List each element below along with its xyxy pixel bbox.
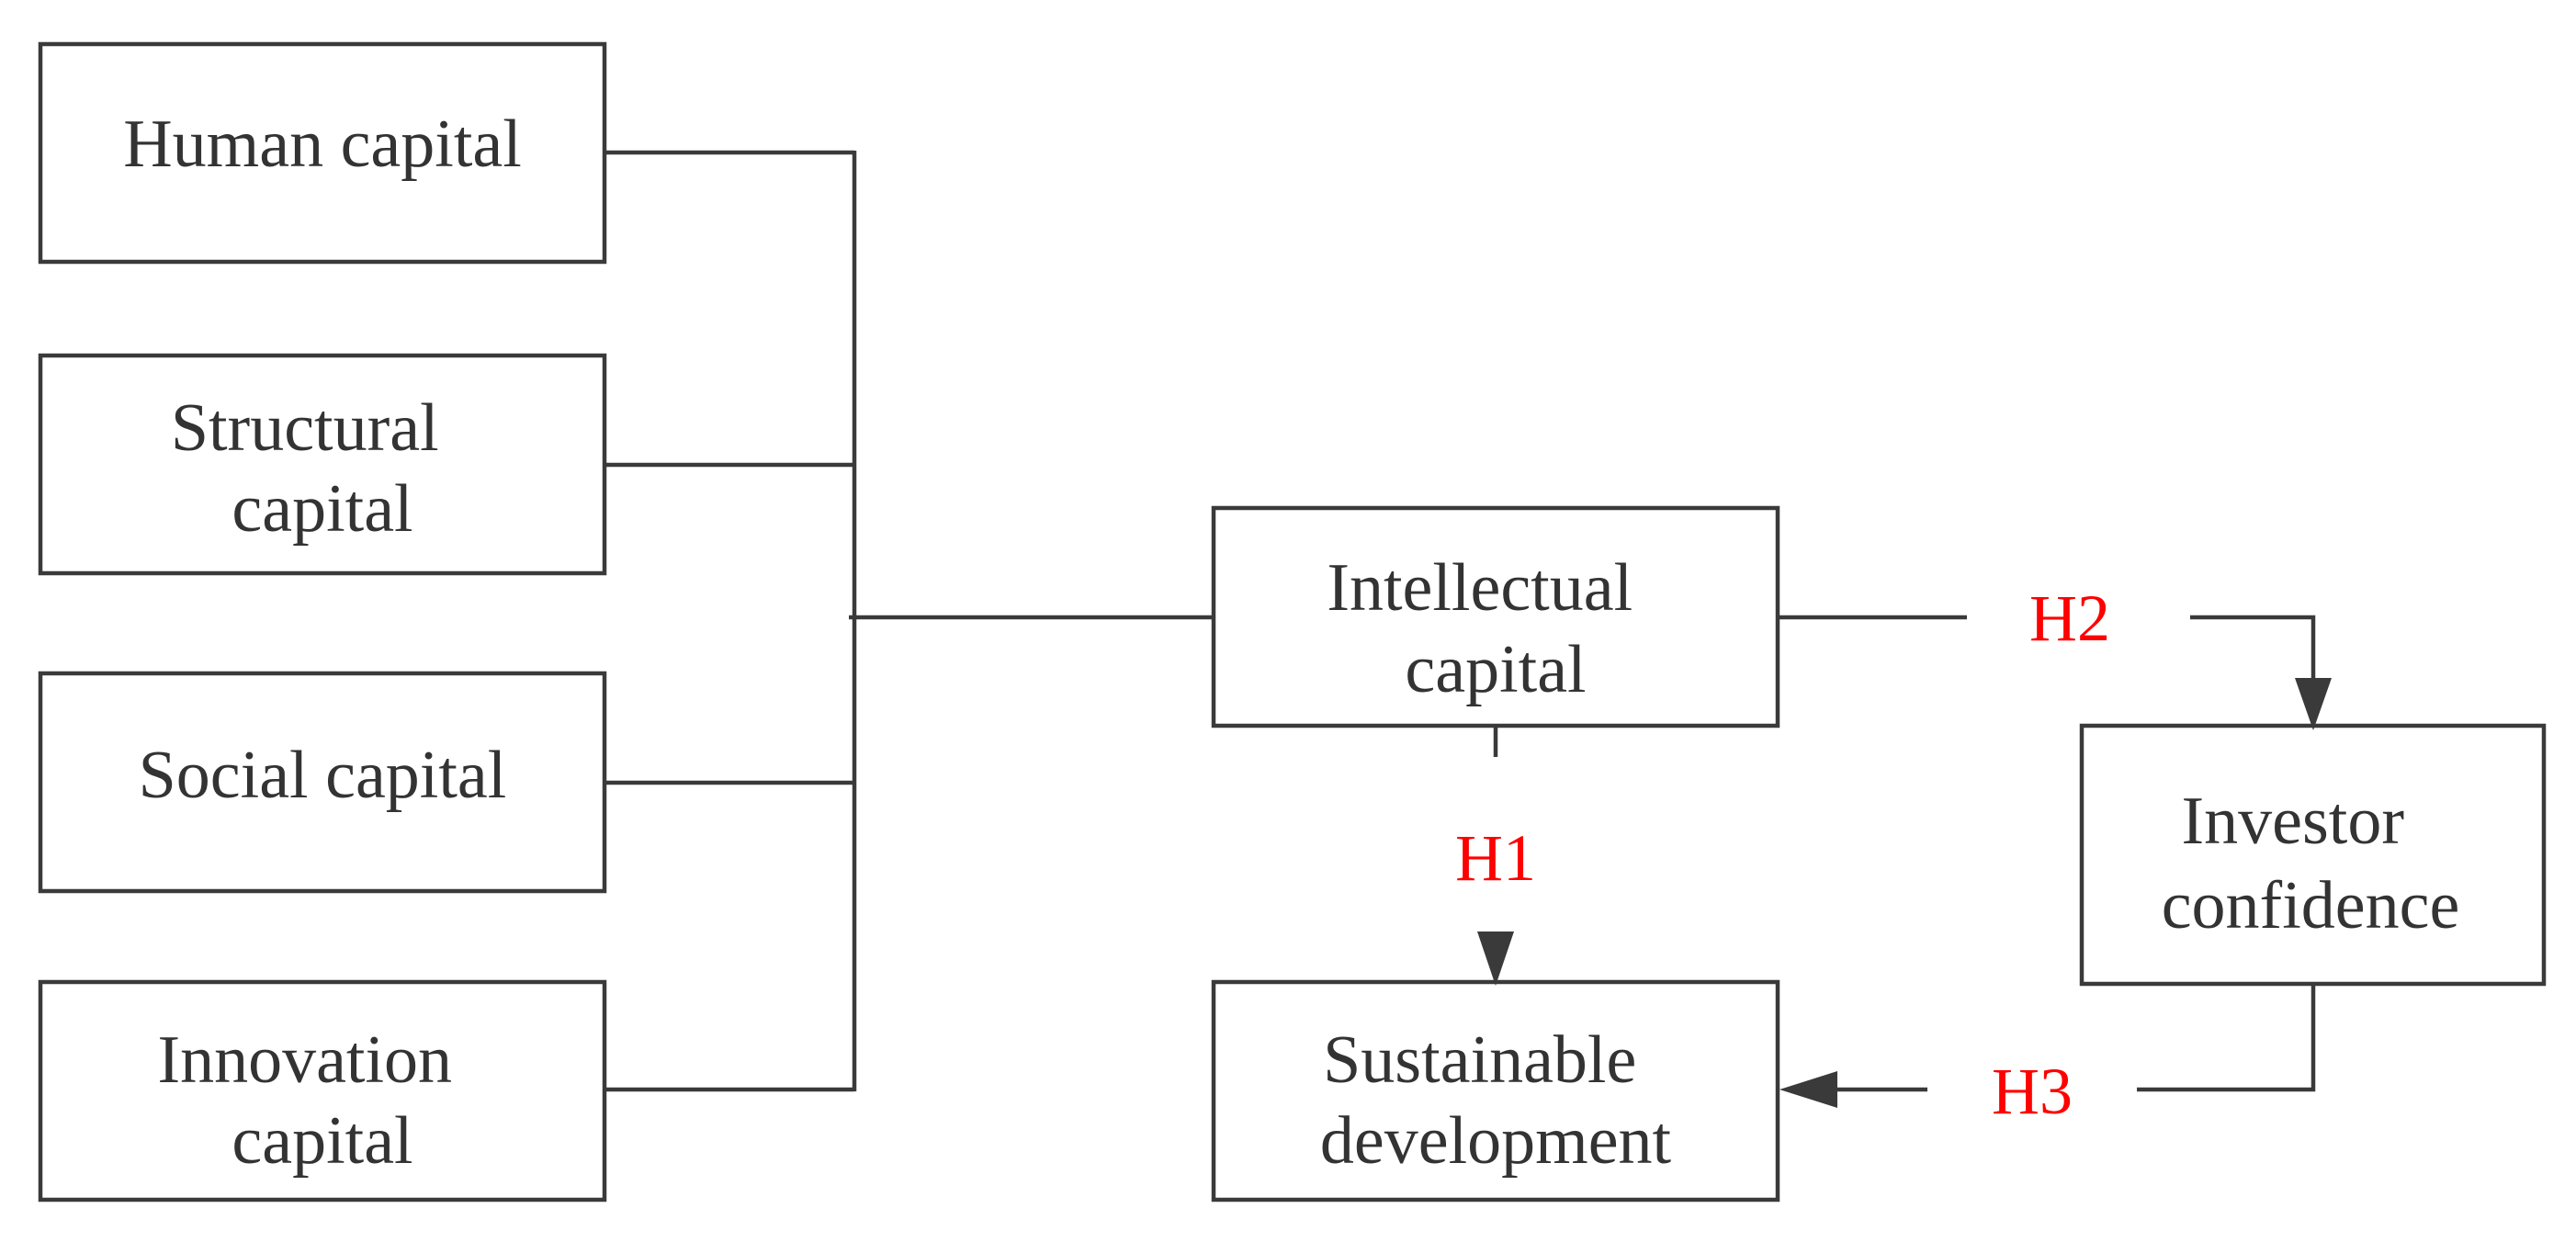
investor-confidence-node: Investor confidence (2079, 723, 2547, 987)
social-capital-label: Social capital (139, 738, 507, 813)
social-capital-line-1: Social capital (139, 738, 507, 813)
h3-label: H3 (1992, 1055, 2073, 1128)
human-capital-node: Human capital (38, 41, 607, 265)
intellectual-capital-line-2: capital (1405, 632, 1586, 707)
h1-arrow (1477, 726, 1514, 986)
innovation-capital-label: Innovation capital (157, 1022, 469, 1179)
intellectual-capital-line-1: Intellectual (1327, 550, 1633, 626)
structural-capital-line-2: capital (232, 471, 412, 547)
structural-capital-line-1: Structural (171, 390, 439, 466)
intellectual-capital-label: Intellectual capital (1327, 550, 1649, 707)
h2-arrow (1778, 615, 2332, 730)
h1-label: H1 (1455, 821, 1536, 895)
structural-capital-node: Structural capital (38, 353, 607, 576)
innovation-capital-line-1: Innovation (157, 1022, 452, 1098)
innovation-capital-node: Innovation capital (38, 979, 607, 1202)
structural-capital-label: Structural capital (171, 390, 456, 547)
investor-confidence-label: Investor confidence (2162, 784, 2460, 943)
human-capital-label: Human capital (123, 107, 522, 182)
investor-confidence-line-2: confidence (2162, 868, 2460, 943)
sustainable-development-node: Sustainable development (1211, 979, 1780, 1202)
sustainable-development-line-2: development (1320, 1103, 1672, 1179)
components-bracket-connector (604, 150, 1214, 1092)
sustainable-development-line-1: Sustainable (1323, 1022, 1636, 1098)
h2-label: H2 (2029, 581, 2110, 655)
h3-arrow (1779, 984, 2316, 1108)
investor-confidence-line-1: Investor (2182, 784, 2405, 859)
social-capital-node: Social capital (38, 671, 607, 894)
innovation-capital-line-2: capital (232, 1103, 412, 1179)
human-capital-line-1: Human capital (123, 107, 522, 182)
intellectual-capital-node: Intellectual capital (1211, 505, 1780, 728)
sustainable-development-label: Sustainable development (1320, 1022, 1672, 1179)
